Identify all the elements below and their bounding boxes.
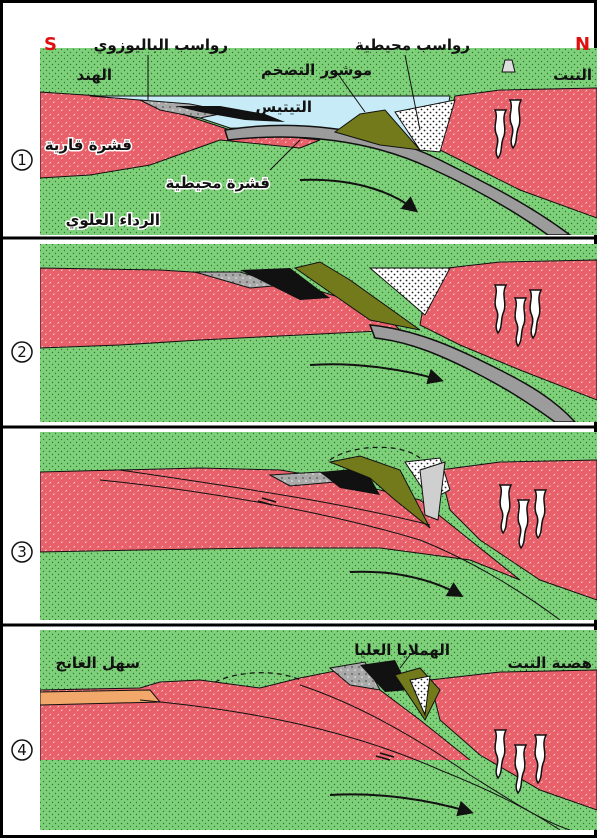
ganges-plain-label: سهل الغانج bbox=[55, 654, 140, 672]
oceanic-sediments-label: رواسب محيطية bbox=[355, 36, 470, 54]
stage-number: 3 bbox=[17, 543, 27, 561]
stage-number: 1 bbox=[17, 151, 27, 169]
ganges-plain-sediments bbox=[40, 690, 160, 705]
tibet-label: التبت bbox=[553, 66, 592, 84]
stage-number: 2 bbox=[17, 343, 27, 361]
tethys-label: التيتيس bbox=[256, 98, 312, 116]
paleozoic-sediments-label: رواسب الباليوزوي bbox=[94, 36, 228, 55]
continental-crust-label: قشرة قارية bbox=[45, 136, 132, 154]
panel-3 bbox=[40, 432, 597, 620]
upper-mantle-label: الرداء العلوي bbox=[66, 211, 160, 230]
panel-2 bbox=[40, 244, 597, 422]
tibet-plateau-label: هضبة التبت bbox=[507, 654, 592, 672]
north-label: N bbox=[575, 34, 590, 55]
south-label: S bbox=[44, 34, 57, 55]
india-label: الهند bbox=[77, 66, 112, 84]
accretionary-wedge-label: موشور التضخم bbox=[261, 61, 372, 79]
stage-number: 4 bbox=[17, 741, 27, 759]
high-himalaya-label: الهملايا العليا bbox=[354, 641, 450, 659]
oceanic-crust-label: قشرة محيطية bbox=[165, 174, 270, 192]
